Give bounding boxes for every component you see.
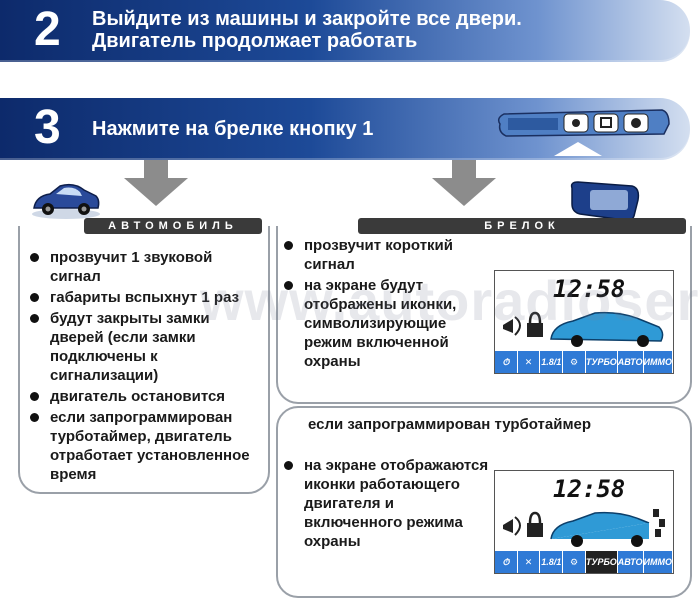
arrow-down-right-icon [432,160,496,206]
lcd-icon-row: ⏱ ✕ 1.8/1 ⚙ ТУРБО АВТО ИММО [495,351,674,373]
timer-icon: ⏱ [495,551,518,573]
turbo-panel: если запрограммирован турботаймер на экр… [276,406,692,598]
step3-banner: 3 Нажмите на брелке кнопку 1 [0,98,690,160]
turbo-panel-title: если запрограммирован турботаймер [308,416,592,433]
fob-lcd-screen: 12:58 ⏱ ✕ 1.8/1 ⚙ ТУРБО АВТО ИММО [494,270,674,374]
auto-icon: АВТО [617,551,644,573]
step2-number: 2 [34,3,61,56]
turbo-lcd-screen: 12:58 ⏱ ✕ 1.8/1 ⚙ ТУРБО АВТО ИММО [494,470,674,574]
lcd-icon-row: ⏱ ✕ 1.8/1 ⚙ ТУРБО АВТО ИММО [495,551,674,573]
step3-text: Нажмите на брелке кнопку 1 [92,118,374,140]
step2-banner: 2 Выйдите из машины и закройте все двери… [0,0,690,62]
list-item: на экране будут отображены иконки, симво… [282,276,488,371]
car-icon [32,183,100,219]
step2-line1: Выйдите из машины и закройте все двери. [92,8,522,30]
list-item: прозвучит короткий сигнал [282,236,488,274]
fan-icon: ✕ [517,351,541,373]
car-effects-list: прозвучит 1 звуковой сигнал габариты всп… [28,248,264,486]
list-item: на экране отображаются иконки работающег… [282,456,490,551]
turbo-effects-list: на экране отображаются иконки работающег… [282,456,490,553]
list-item: габариты вспыхнут 1 раз [28,288,264,307]
turbo-icon: ТУРБО [585,551,618,573]
immo-icon: ИММО [643,551,674,573]
watermark: www.autoradioservice.ru [200,269,700,332]
keyfob-buttons-icon [497,109,670,156]
step3-number: 3 [34,101,61,154]
list-item: если запрограммирован турботаймер, двига… [28,408,264,484]
arrow-down-left-icon [124,160,188,206]
key-icon: ⚙ [563,551,586,573]
lcd-time: 12:58 [553,475,626,503]
fob-effects-list: прозвучит короткий сигнал на экране буду… [282,236,488,373]
immo-icon: ИММО [643,351,674,373]
battery-icon: 1.8/1 [540,551,564,573]
keyfob-icon [570,181,640,222]
list-item: двигатель остановится [28,387,264,406]
car-panel-header: АВТОМОБИЛЬ [84,218,262,234]
fan-icon: ✕ [517,551,541,573]
car-engine-lock-icon [503,509,665,547]
lcd-time: 12:58 [553,275,626,303]
list-item: прозвучит 1 звуковой сигнал [28,248,264,286]
auto-icon: АВТО [617,351,644,373]
car-lock-icon [503,311,664,347]
fob-panel-header: БРЕЛОК [358,218,686,234]
list-item: будут закрыты замки дверей (если замки п… [28,309,264,385]
step2-line2: Двигатель продолжает работать [92,30,418,52]
car-panel: АВТОМОБИЛЬ прозвучит 1 звуковой сигнал г… [18,218,270,494]
battery-icon: 1.8/1 [540,351,564,373]
fob-panel: БРЕЛОК прозвучит короткий сигнал на экра… [276,218,692,404]
timer-icon: ⏱ [495,351,518,373]
turbo-icon: ТУРБО [585,351,618,373]
key-icon: ⚙ [563,351,586,373]
